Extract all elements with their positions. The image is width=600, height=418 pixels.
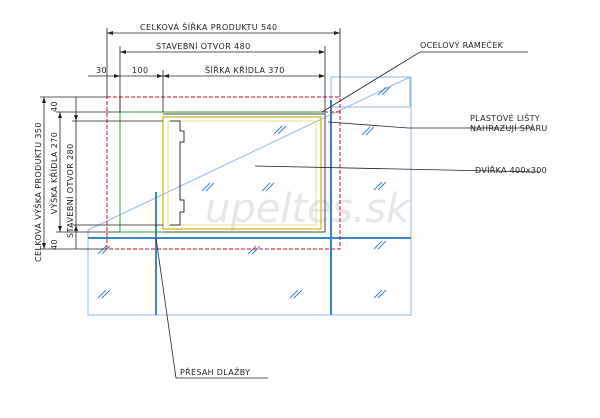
door-panel: [162, 116, 322, 230]
dim-top-offset: 40: [50, 101, 59, 112]
dim-offset-30: 30: [96, 66, 107, 75]
tile-plane: [87, 76, 411, 315]
dim-offset-100: 100: [132, 66, 148, 75]
steel-frame: [106, 96, 341, 250]
dim-sash-height: VÝŠKA KŘÍDLA 270: [48, 132, 59, 214]
frame-edges: [163, 113, 326, 233]
v-dimension-arrows: [42, 97, 78, 249]
callout-door: DVÍŘKA 400x300: [475, 164, 547, 175]
callout-plastic-strips-2: NAHRAZUJÍ SPÁRU: [470, 122, 548, 133]
hinge-profile: [170, 120, 185, 226]
dim-total-width: CELKOVÁ ŠÍŘKA PRODUKTU 540: [140, 21, 277, 32]
vertical-dimensions: [40, 96, 163, 250]
door-inner: [167, 120, 317, 226]
horizontal-dimensions: [88, 28, 341, 112]
tile-bottom-mid: [155, 237, 332, 316]
watermark: upeltes.sk: [205, 186, 411, 232]
tile-bottom-left: [87, 237, 157, 316]
callout-tile-overlap: PŘESAH DLAŽBY: [180, 366, 250, 377]
dim-sash-width: ŠÍŘKA KŘÍDLA 370: [205, 64, 285, 75]
callout-plastic-strips-1: PLASTOVÉ LIŠTY: [470, 112, 540, 123]
tile-bottom-right: [330, 237, 412, 316]
dim-opening-width: STAVEBNÍ OTVOR 480: [156, 40, 251, 51]
dim-opening-height: STAVEBNÍ OTVOR 280: [64, 143, 75, 238]
tile-edges: [88, 100, 411, 315]
dim-bottom-offset: 40: [50, 239, 59, 250]
dim-total-height: CELKOVÁ VÝŠKA PRODUKTU 350: [32, 122, 43, 262]
leader-lines: [155, 51, 541, 379]
callout-steel-frame: OCELOVÝ RÁMEČEK: [420, 39, 504, 50]
dimension-arrows: [107, 31, 340, 78]
glass-hatches: [97, 86, 391, 299]
